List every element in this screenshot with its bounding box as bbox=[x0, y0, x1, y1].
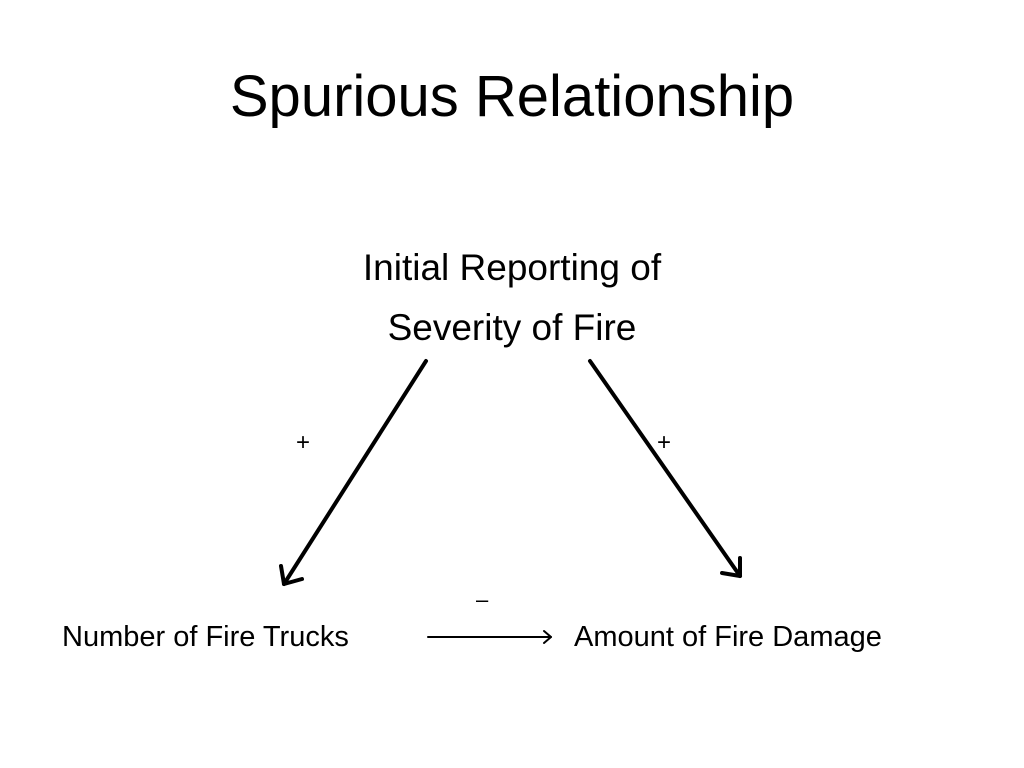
sign-trucks-to-damage: – bbox=[476, 587, 489, 612]
node-fire-trucks: Number of Fire Trucks bbox=[62, 621, 349, 653]
arrowhead-horizontal-icon bbox=[543, 630, 552, 644]
sign-cause-to-trucks: + bbox=[296, 429, 311, 456]
arrowhead-left-icon bbox=[279, 564, 304, 586]
node-fire-damage: Amount of Fire Damage bbox=[574, 621, 882, 653]
sign-cause-to-damage: + bbox=[657, 429, 672, 456]
cause-node: Initial Reporting of Severity of Fire bbox=[262, 238, 762, 358]
cause-node-line-1: Initial Reporting of bbox=[362, 247, 662, 288]
slide-title: Spurious Relationship bbox=[229, 64, 795, 129]
cause-node-line-2: Severity of Fire bbox=[387, 307, 637, 348]
arrow-cause-to-trucks bbox=[282, 359, 428, 586]
arrow-cause-to-damage bbox=[588, 359, 742, 578]
arrowhead-right-icon bbox=[720, 556, 742, 578]
